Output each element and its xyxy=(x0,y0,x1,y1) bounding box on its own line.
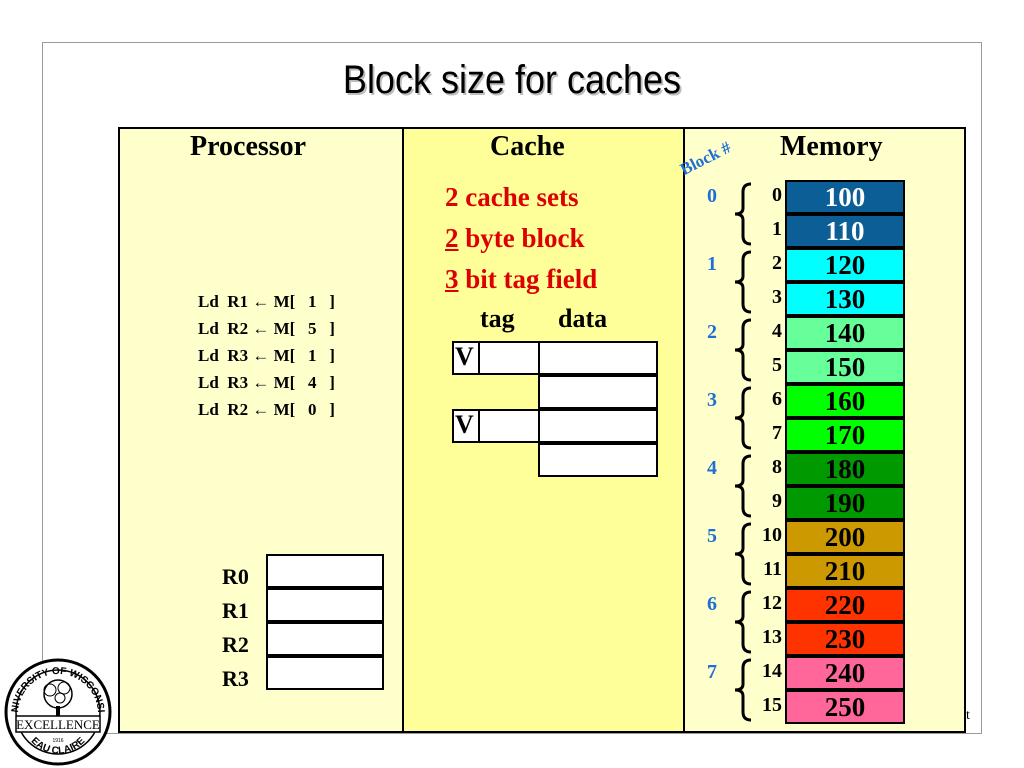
tag-field-label: 3 bit tag field xyxy=(445,264,597,295)
memory-address-10: 10 xyxy=(762,524,782,546)
logo-middle-text: EXCELLENCE xyxy=(16,717,100,732)
block-number-7: 7 xyxy=(707,661,717,683)
logo-year: 1916 xyxy=(52,738,63,744)
cache-tag-0 xyxy=(478,341,540,375)
tag-field-text: bit tag field xyxy=(458,264,598,294)
block-size-number: 2 xyxy=(445,223,459,253)
tag-field-number: 3 xyxy=(445,264,459,294)
memory-cell-8: 180 xyxy=(785,452,905,486)
memory-address-15: 15 xyxy=(762,694,782,716)
cache-data-0a xyxy=(538,341,658,375)
cache-sets-label: 2 cache sets xyxy=(445,182,579,212)
memory-cell-12: 220 xyxy=(785,588,905,622)
cache-data-1b xyxy=(538,443,658,477)
block-brace-1 xyxy=(734,250,752,314)
memory-address-13: 13 xyxy=(762,626,782,648)
memory-cell-1: 110 xyxy=(785,214,905,248)
memory-address-3: 3 xyxy=(772,286,782,308)
register-label-2: R2 xyxy=(222,632,249,657)
cache-heading: Cache xyxy=(490,131,565,162)
instruction-0: Ld R1 ← M[ 1 ] xyxy=(198,292,335,311)
block-number-1: 1 xyxy=(707,253,717,275)
register-label-0: R0 xyxy=(222,564,249,589)
cache-data-0b xyxy=(538,375,658,409)
block-number-5: 5 xyxy=(707,525,717,547)
register-box-0 xyxy=(266,554,384,588)
instruction-2: Ld R3 ← M[ 1 ] xyxy=(198,346,335,365)
processor-heading: Processor xyxy=(190,131,307,162)
memory-cell-4: 140 xyxy=(785,316,905,350)
memory-cell-15: 250 xyxy=(785,690,905,724)
block-number-6: 6 xyxy=(707,593,717,615)
valid-label-0: V xyxy=(455,342,474,371)
memory-cell-2: 120 xyxy=(785,248,905,282)
memory-cell-6: 160 xyxy=(785,384,905,418)
register-label-3: R3 xyxy=(222,666,249,691)
block-brace-0 xyxy=(734,182,752,246)
corner-text: t xyxy=(966,708,970,723)
memory-address-11: 11 xyxy=(763,558,782,580)
block-size-text: byte block xyxy=(458,223,585,253)
memory-address-6: 6 xyxy=(772,388,782,410)
instruction-1: Ld R2 ← M[ 5 ] xyxy=(198,319,335,338)
slide-title: Block size for caches xyxy=(342,58,682,102)
memory-address-1: 1 xyxy=(772,218,782,240)
tree-icon xyxy=(43,679,73,716)
memory-cell-5: 150 xyxy=(785,350,905,384)
block-brace-5 xyxy=(734,522,752,586)
valid-label-1: V xyxy=(455,410,474,439)
memory-cell-7: 170 xyxy=(785,418,905,452)
block-brace-3 xyxy=(734,386,752,450)
instruction-4: Ld R2 ← M[ 0 ] xyxy=(198,400,335,419)
block-number-0: 0 xyxy=(707,185,717,207)
data-column-label: data xyxy=(558,304,608,333)
memory-address-12: 12 xyxy=(762,592,782,614)
block-number-3: 3 xyxy=(707,389,717,411)
logo-banner xyxy=(15,715,101,733)
cache-tag-1 xyxy=(478,409,540,443)
memory-cell-14: 240 xyxy=(785,656,905,690)
register-label-1: R1 xyxy=(222,598,249,623)
memory-cell-3: 130 xyxy=(785,282,905,316)
memory-address-7: 7 xyxy=(772,422,782,444)
block-brace-4 xyxy=(734,454,752,518)
register-box-2 xyxy=(266,622,384,656)
university-seal-logo: UNIVERSITY OF WISCONSIN EXCELLENCE 1916 … xyxy=(2,656,112,766)
slide-frame xyxy=(42,42,982,734)
block-number-2: 2 xyxy=(707,321,717,343)
tag-column-label: tag xyxy=(480,304,515,333)
memory-address-8: 8 xyxy=(772,456,782,478)
block-size-label: 2 byte block xyxy=(445,223,585,254)
cache-data-1a xyxy=(538,409,658,443)
memory-heading: Memory xyxy=(780,131,883,162)
block-brace-6 xyxy=(734,590,752,654)
block-brace-2 xyxy=(734,318,752,382)
block-number-4: 4 xyxy=(707,457,717,479)
memory-address-9: 9 xyxy=(772,490,782,512)
memory-address-5: 5 xyxy=(772,354,782,376)
memory-address-14: 14 xyxy=(762,660,782,682)
memory-address-4: 4 xyxy=(772,320,782,342)
memory-cell-10: 200 xyxy=(785,520,905,554)
memory-cell-9: 190 xyxy=(785,486,905,520)
register-box-1 xyxy=(266,588,384,622)
memory-cell-13: 230 xyxy=(785,622,905,656)
memory-cell-0: 100 xyxy=(785,180,905,214)
register-box-3 xyxy=(266,656,384,690)
block-brace-7 xyxy=(734,658,752,722)
memory-address-0: 0 xyxy=(772,184,782,206)
instruction-3: Ld R3 ← M[ 4 ] xyxy=(198,373,335,392)
memory-cell-11: 210 xyxy=(785,554,905,588)
memory-address-2: 2 xyxy=(772,252,782,274)
